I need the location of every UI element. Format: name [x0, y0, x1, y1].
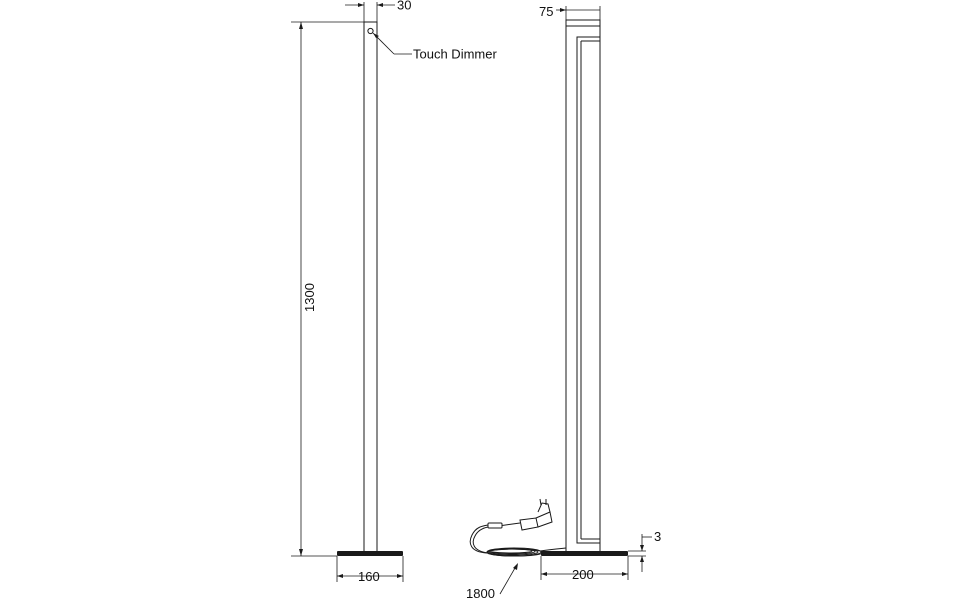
front-base-label: 160	[358, 569, 380, 584]
front-view: 30 Touch Dimmer 1300 160	[291, 0, 497, 584]
front-base-dimension: 160	[336, 556, 404, 584]
power-adapter-icon	[519, 498, 553, 531]
power-cable: 1800	[466, 498, 567, 600]
touch-dimmer-icon	[367, 27, 374, 35]
cable-length-label: 1800	[466, 586, 495, 600]
front-pole	[363, 21, 378, 553]
touch-dimmer-label: Touch Dimmer	[413, 47, 497, 62]
cable-coil	[486, 547, 544, 557]
side-depth-dimension: 75	[539, 4, 601, 20]
height-label: 1300	[302, 283, 317, 312]
height-dimension: 1300	[291, 21, 364, 557]
side-base-plate	[541, 551, 628, 556]
front-width-dimension: 30	[345, 0, 411, 22]
cable-connector	[487, 522, 503, 529]
side-view: 75 200 3	[539, 4, 661, 582]
front-base-plate	[337, 551, 403, 556]
light-channel	[576, 36, 600, 544]
front-width-label: 30	[397, 0, 411, 13]
touch-dimmer-callout: Touch Dimmer	[372, 32, 497, 62]
base-thickness-label: 3	[654, 529, 661, 544]
side-base-dimension: 200	[540, 556, 629, 582]
side-pole	[565, 19, 601, 553]
side-depth-label: 75	[539, 4, 553, 19]
side-base-label: 200	[572, 567, 594, 582]
base-thickness-dimension: 3	[628, 529, 661, 572]
